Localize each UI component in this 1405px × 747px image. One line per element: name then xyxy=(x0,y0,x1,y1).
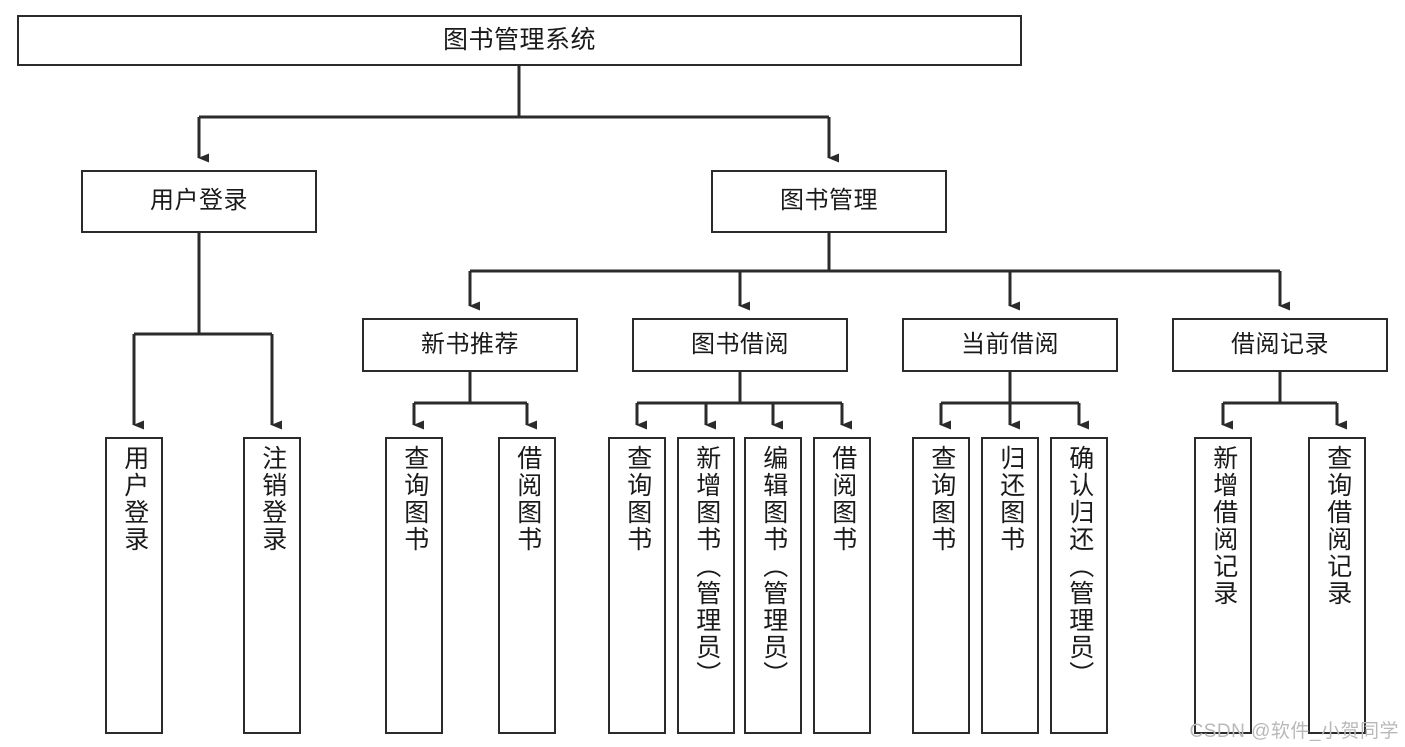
node-leaf-user-login[interactable]: 用户登录 xyxy=(105,437,163,734)
node-leaf-user-logout[interactable]: 注销登录 xyxy=(243,437,301,734)
node-leaf-borrow-book-recommend[interactable]: 借阅图书 xyxy=(498,437,556,734)
node-label: 图书管理 xyxy=(780,187,878,215)
node-label: 图书借阅 xyxy=(691,330,789,358)
node-label: 查询图书 xyxy=(927,445,956,553)
node-label: 查询借阅记录 xyxy=(1323,445,1352,607)
node-label: 用户登录 xyxy=(150,187,248,215)
node-leaf-borrow-book[interactable]: 借阅图书 xyxy=(813,437,871,734)
node-label: 借阅图书 xyxy=(828,445,857,553)
node-label: 借阅记录 xyxy=(1231,330,1329,358)
node-user-login[interactable]: 用户登录 xyxy=(81,170,317,233)
node-label: 编辑图书（管理员） xyxy=(759,445,788,688)
node-borrow-record[interactable]: 借阅记录 xyxy=(1172,318,1388,372)
node-label: 用户登录 xyxy=(120,445,149,553)
node-leaf-query-borrow-record[interactable]: 查询借阅记录 xyxy=(1308,437,1366,734)
node-label: 查询图书 xyxy=(623,445,652,553)
node-leaf-add-borrow-record[interactable]: 新增借阅记录 xyxy=(1194,437,1252,734)
node-label: 新增图书（管理员） xyxy=(692,445,721,688)
node-label: 当前借阅 xyxy=(961,330,1059,358)
node-label: 新增借阅记录 xyxy=(1209,445,1238,607)
node-label: 注销登录 xyxy=(258,445,287,553)
node-leaf-confirm-return-admin[interactable]: 确认归还（管理员） xyxy=(1050,437,1108,734)
node-label: 确认归还（管理员） xyxy=(1065,445,1094,688)
watermark-text: CSDN @软件_小贺同学 xyxy=(1189,721,1399,742)
node-label: 图书管理系统 xyxy=(442,25,596,54)
node-current-borrow[interactable]: 当前借阅 xyxy=(902,318,1118,372)
node-leaf-return-book[interactable]: 归还图书 xyxy=(981,437,1039,734)
node-book-management[interactable]: 图书管理 xyxy=(711,170,947,233)
node-label: 借阅图书 xyxy=(513,445,542,553)
node-label: 新书推荐 xyxy=(421,330,519,358)
node-label: 归还图书 xyxy=(996,445,1025,553)
node-label: 查询图书 xyxy=(400,445,429,553)
node-book-borrow[interactable]: 图书借阅 xyxy=(632,318,848,372)
node-leaf-query-book-recommend[interactable]: 查询图书 xyxy=(385,437,443,734)
node-leaf-add-book-admin[interactable]: 新增图书（管理员） xyxy=(677,437,735,734)
node-leaf-edit-book-admin[interactable]: 编辑图书（管理员） xyxy=(744,437,802,734)
node-leaf-query-book-borrow[interactable]: 查询图书 xyxy=(608,437,666,734)
node-new-book-recommend[interactable]: 新书推荐 xyxy=(362,318,578,372)
node-root-system[interactable]: 图书管理系统 xyxy=(17,15,1022,66)
node-leaf-query-book-current[interactable]: 查询图书 xyxy=(912,437,970,734)
